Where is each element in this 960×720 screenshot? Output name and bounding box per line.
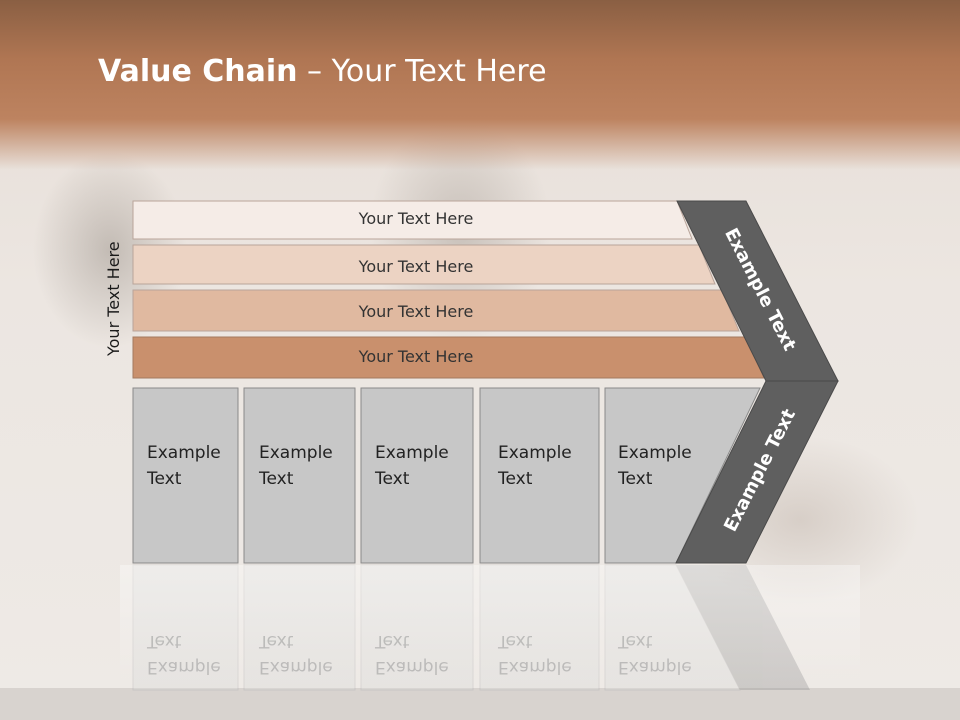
row-band-1[interactable] <box>132 200 693 240</box>
row-label-2: Your Text Here <box>358 257 474 276</box>
floor-strip <box>0 688 960 720</box>
chevron-lower[interactable] <box>675 380 839 564</box>
row-label-3: Your Text Here <box>358 302 474 321</box>
column-box-3[interactable] <box>360 387 474 564</box>
row-label-4: Your Text Here <box>358 347 474 366</box>
vertical-label: Your Text Here <box>104 241 128 356</box>
header-band <box>0 0 960 170</box>
column-box-4[interactable] <box>479 387 600 564</box>
column-box-2[interactable] <box>243 387 356 564</box>
title-rest: – Your Text Here <box>297 54 547 89</box>
slide-title: Value Chain – Your Text Here <box>98 54 547 89</box>
column-box-1[interactable] <box>132 387 239 564</box>
title-bold: Value Chain <box>98 54 298 89</box>
row-band-2[interactable] <box>132 244 716 285</box>
reflection-fade <box>120 565 860 690</box>
row-band-3[interactable] <box>132 289 740 332</box>
row-label-1: Your Text Here <box>358 209 474 228</box>
